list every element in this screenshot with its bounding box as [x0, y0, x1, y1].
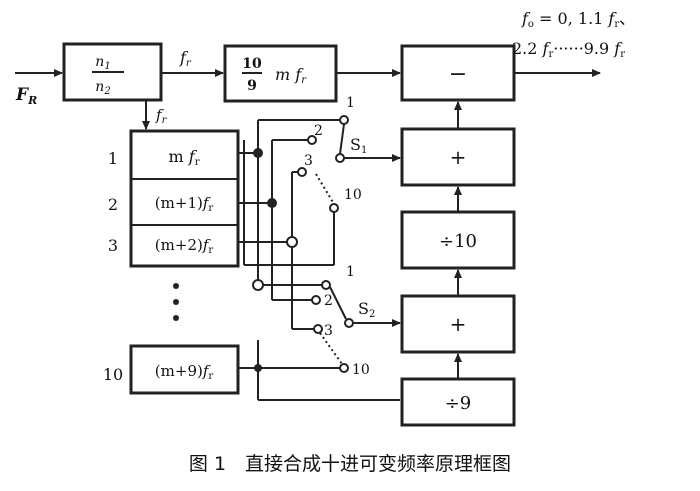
generator-label-3: (m+2)fr [155, 236, 214, 256]
scaler-frac-num: 10 [242, 56, 262, 72]
divide10-symbol: ÷10 [439, 231, 477, 252]
adder-1-symbol: + [450, 145, 467, 169]
s2-pos-10: 10 [352, 362, 370, 378]
generator-num-1: 1 [108, 149, 118, 168]
junction-ring [286, 236, 298, 248]
switch-s2 [311, 280, 401, 373]
generator-num-10: 10 [103, 365, 123, 384]
switch-s2-common [344, 318, 354, 328]
divider-numerator: n1 [95, 54, 110, 72]
generator-label-1: m fr [169, 147, 200, 168]
subtractor-box [400, 44, 516, 102]
generator-label-10: (m+9)fr [155, 362, 214, 382]
generator-stack [129, 129, 240, 268]
s1-pos-1: 1 [346, 95, 355, 111]
s1-pos-3: 3 [304, 153, 313, 169]
figure-caption: 图 1 直接合成十进可变频率原理框图 [189, 453, 511, 475]
junction-dot [254, 364, 262, 372]
divider-denominator: n2 [95, 79, 110, 97]
junction-ring [252, 279, 264, 291]
s2-label: S2 [358, 299, 375, 320]
switch-s1 [297, 115, 401, 213]
fr-label-top: fr [179, 48, 192, 69]
scaler-rest: m fr [275, 65, 307, 86]
output-line2: 2.2 fr······9.9 fr [512, 39, 625, 60]
s2-pos-1: 1 [346, 264, 355, 280]
divide10-box [400, 210, 516, 270]
switch-s1-common [335, 153, 345, 163]
fr-label-down: fr [155, 106, 168, 126]
adder-box-1 [400, 127, 516, 187]
generator-box-10 [129, 344, 240, 395]
output-line1: fo = 0, 1.1 fr、 [521, 9, 635, 30]
generator-num-2: 2 [108, 195, 118, 214]
s1-pos-10: 10 [344, 187, 362, 203]
input-fr-label: FR [15, 85, 37, 107]
divide9-symbol: ÷9 [445, 393, 472, 414]
s2-pos-2: 2 [324, 293, 333, 309]
s2-pos-3: 3 [324, 323, 333, 339]
generator-num-3: 3 [108, 236, 118, 255]
scaler-frac-den: 9 [247, 78, 257, 94]
adder-box-2 [400, 294, 516, 354]
generator-label-2: (m+1)fr [155, 194, 214, 214]
ellipsis-dot-2 [173, 299, 179, 305]
s1-pos-2: 2 [314, 123, 323, 139]
ellipsis-dot-1 [173, 283, 179, 289]
adder-2-symbol: + [450, 312, 467, 336]
s1-label: S1 [350, 135, 367, 156]
bus-wiring [238, 119, 400, 401]
ellipsis-dot-3 [173, 315, 179, 321]
junction-dot [267, 198, 277, 208]
junction-dot [253, 148, 263, 158]
subtractor-symbol: − [449, 62, 467, 87]
